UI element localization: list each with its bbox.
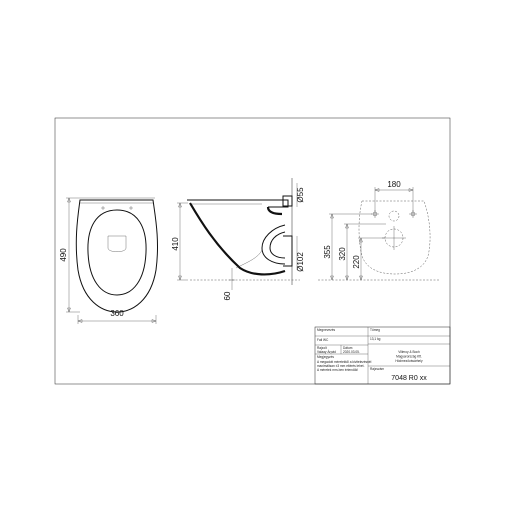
dim-220: 220: [352, 255, 361, 269]
tb-note-line1: A megadott méretektől a kivitelezésnél: [317, 360, 372, 364]
top-view: 490 360: [59, 197, 158, 324]
top-view-inner: [87, 209, 147, 296]
rear-view-outline: [358, 200, 431, 275]
drawing-frame: [54, 117, 451, 385]
tb-company-2: Magyarország Kft.: [396, 355, 422, 359]
dim-60: 60: [223, 291, 232, 300]
tb-company-3: Hódmezővásárhely: [395, 359, 423, 363]
dim-410: 410: [171, 237, 180, 251]
dim-355: 355: [323, 245, 332, 259]
tb-date-value: 2020.03.05.: [343, 350, 360, 354]
side-view: 410 60 Ø55 Ø102: [171, 178, 305, 300]
title-block: Megnevezés Fali WC Tömeg 13,1 kg Rajzolt…: [314, 326, 451, 385]
side-view-bowl: [189, 202, 286, 276]
tb-note-line3: A méretek mm-ben értendők!: [317, 368, 358, 372]
tb-note-line2: maximálisan ±3 mm eltérés lehet.: [317, 364, 365, 368]
top-view-outer: [75, 199, 158, 313]
dim-d55: Ø55: [296, 187, 305, 203]
dim-d102: Ø102: [296, 252, 305, 272]
tb-drawn-label: Rajzolt: [317, 346, 327, 350]
tb-mass-value: 13,1 kg: [370, 337, 381, 341]
dim-360: 360: [110, 309, 124, 318]
dim-490: 490: [59, 248, 68, 262]
dim-320: 320: [338, 247, 347, 261]
tb-company-1: Villeroy & Boch: [398, 350, 420, 354]
tb-drawing-no-label: Rajzszám: [370, 367, 384, 371]
tb-note-label: Megjegyzés: [317, 355, 334, 359]
tb-date-label: Dátum: [343, 346, 353, 350]
tb-name-label: Megnevezés: [317, 328, 335, 332]
dim-180: 180: [387, 180, 401, 189]
tb-mass-label: Tömeg: [370, 328, 380, 332]
tb-drawn-value: Valaay Árpád: [317, 350, 336, 354]
tb-name-value: Fali WC: [317, 338, 329, 342]
tb-drawing-no-value: 7048 R0 xx: [391, 375, 427, 382]
rear-view: 180 355 320 220: [318, 180, 440, 281]
